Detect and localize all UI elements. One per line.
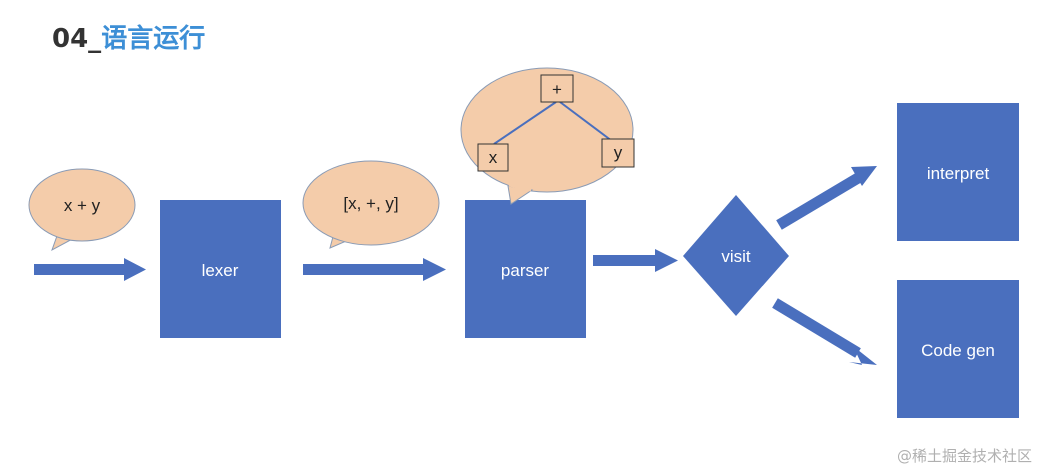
visit-to-interpret-arrow (776, 166, 877, 230)
input-bubble: x + y (28, 168, 136, 252)
tokens-bubble-text: [x, +, y] (343, 194, 398, 213)
interpret-box: interpret (897, 103, 1019, 241)
interpret-label: interpret (927, 164, 990, 183)
lexer-box: lexer (160, 200, 281, 338)
ast-right-text: y (614, 143, 623, 162)
codegen-box: Code gen (897, 280, 1019, 418)
ast-root-text: + (552, 80, 562, 99)
visit-label: visit (721, 247, 751, 266)
codegen-label: Code gen (921, 341, 995, 360)
visit-diamond: visit (683, 195, 789, 316)
slide-title-text: 语言运行 (101, 24, 206, 54)
parser-to-visit-arrow (593, 249, 678, 272)
visit-to-codegen-arrow (772, 298, 877, 365)
ast-node-left (477, 143, 509, 172)
ast-node-right (601, 138, 635, 168)
parser-label: parser (501, 261, 550, 280)
lexer-label: lexer (202, 261, 239, 280)
input-bubble-text: x + y (64, 196, 101, 215)
ast-left-text: x (489, 148, 498, 167)
tokens-bubble: [x, +, y] (302, 160, 440, 249)
ast-node-root (540, 74, 574, 103)
ast-edge-right (559, 101, 613, 142)
lexer-to-parser-arrow (303, 258, 446, 281)
slide-title: 04_语言运行 (52, 22, 205, 56)
input-arrow (34, 258, 146, 281)
watermark: @稀土掘金技术社区 (896, 447, 1032, 465)
ast-edge-left (493, 101, 557, 145)
parser-box: parser (465, 200, 586, 338)
slide-title-number: 04_ (52, 24, 102, 54)
ast-bubble: + x y (460, 67, 635, 205)
